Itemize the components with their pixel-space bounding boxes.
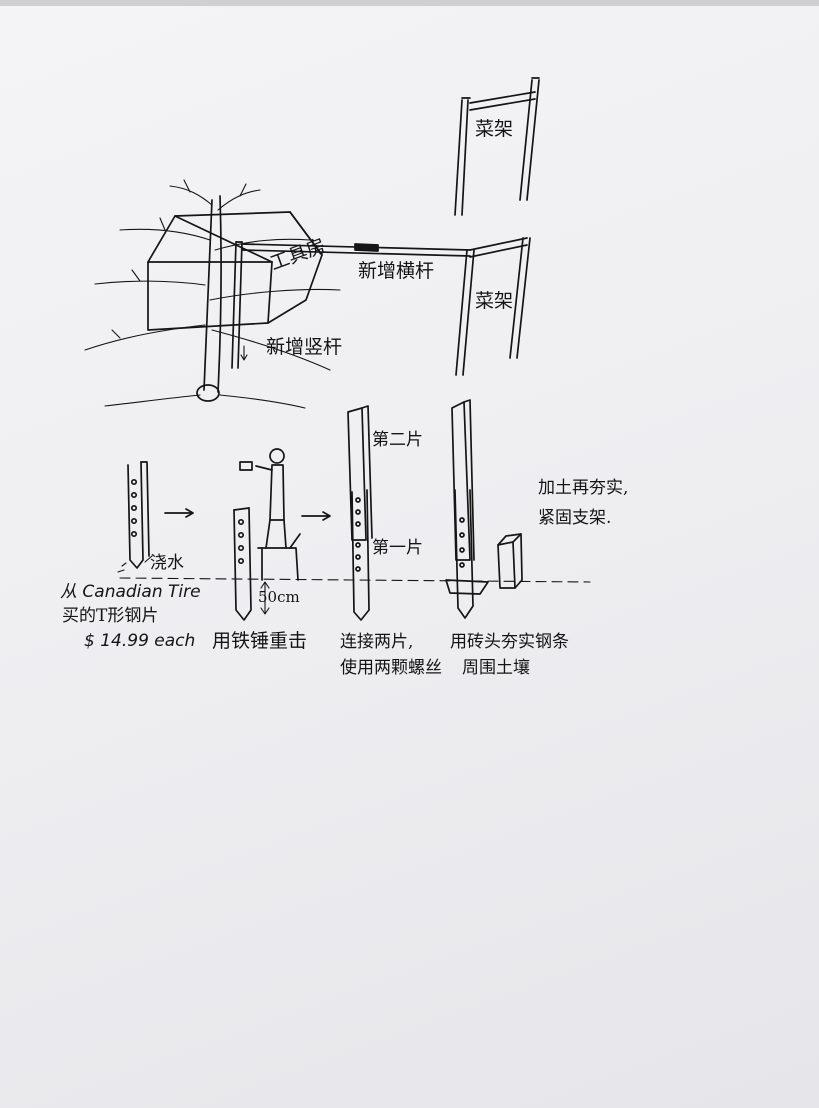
source-label-line1: 从 Canadian Tire <box>60 582 201 602</box>
final-note-line1: 加土再夯实, <box>538 478 629 498</box>
final-note-line2: 紧固支架. <box>538 508 612 528</box>
brick-caption-line2: 周围土壤 <box>462 658 530 678</box>
arrow-1 <box>164 508 194 518</box>
price-label: $ 14.99 each <box>84 631 196 651</box>
step3-posts <box>347 405 373 621</box>
step1-t-post <box>117 461 153 573</box>
new-vertical-pole-label: 新增竖杆 <box>266 336 343 358</box>
water-label: 浇水 <box>150 553 184 573</box>
tree-branches <box>84 179 341 409</box>
ground-line <box>119 577 591 583</box>
paper-top-edge <box>0 0 819 6</box>
new-crossbar-label: 新增横杆 <box>358 260 435 282</box>
hammer-caption: 用铁锤重击 <box>212 630 308 652</box>
source-label-line2: 买的T形钢片 <box>62 606 159 626</box>
connect-caption-line1: 连接两片, <box>340 632 414 652</box>
tool-shed-sketch <box>147 211 323 331</box>
first-piece-label: 第一片 <box>372 538 423 558</box>
shelf-top-label: 菜架 <box>475 118 514 140</box>
arrow-2 <box>301 511 331 521</box>
vegetable-shelf-frame <box>454 77 540 376</box>
new-crossbar <box>241 243 471 257</box>
connect-caption-line2: 使用两颗螺丝 <box>340 658 442 678</box>
step2-person <box>239 448 301 581</box>
tree-trunk <box>196 195 222 402</box>
second-piece-label: 第二片 <box>372 430 423 450</box>
depth-label: 50cm <box>258 588 300 606</box>
brick-caption-line1: 用砖头夯实钢条 <box>450 632 569 652</box>
brick <box>497 533 523 589</box>
new-vertical-pole <box>231 241 248 369</box>
shelf-bottom-label: 菜架 <box>475 290 514 312</box>
depth-arrow <box>260 581 270 615</box>
step4-posts <box>445 399 489 619</box>
step2-post <box>233 507 252 621</box>
